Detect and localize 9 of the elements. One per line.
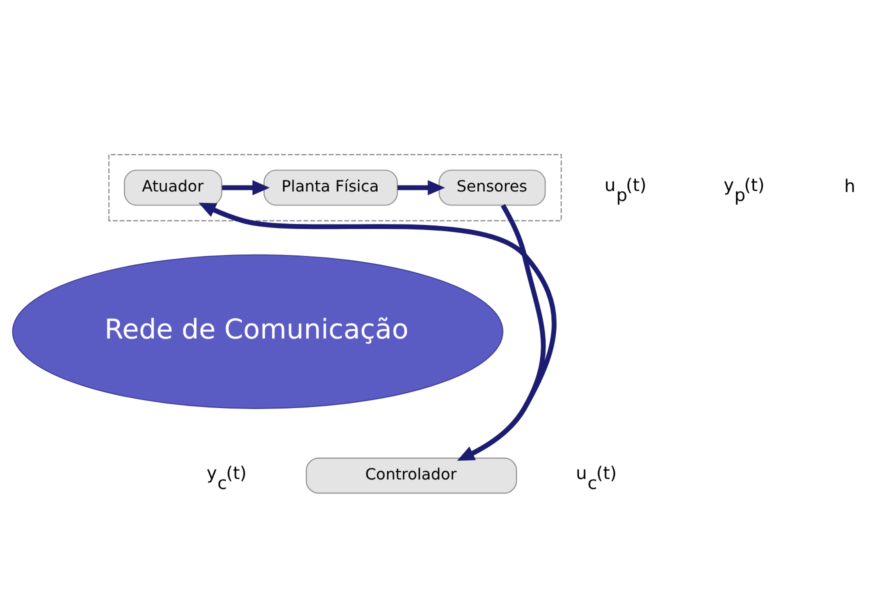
label: h bbox=[844, 176, 856, 197]
node-box: Sensores bbox=[438, 170, 546, 206]
arrow bbox=[222, 180, 270, 196]
cluster bbox=[108, 154, 562, 222]
node-box: Controlador bbox=[306, 458, 517, 494]
node-box: Planta Física bbox=[264, 170, 398, 206]
node-box: Atuador bbox=[124, 170, 222, 206]
node-ellipse: Rede de Comunicação bbox=[12, 254, 504, 409]
arrow bbox=[398, 180, 446, 196]
